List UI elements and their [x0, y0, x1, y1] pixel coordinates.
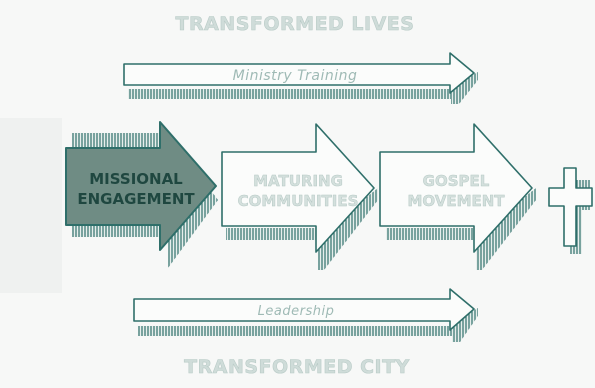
leadership-label: Leadership: [258, 304, 335, 319]
stage-2-line2: COMMUNITIES: [238, 192, 359, 210]
stage-gospel-movement: GOSPEL MOVEMENT: [379, 123, 536, 270]
stage-missional-engagement: MISSIONAL ENGAGEMENT: [65, 121, 218, 268]
stage-3-line1: GOSPEL: [423, 172, 490, 190]
title-transformed-city: TRANSFORMED CITY: [184, 356, 410, 378]
ministry-training-arrow: Ministry Training: [123, 52, 478, 104]
stage-3-line2: MOVEMENT: [407, 192, 505, 210]
stage-2-line1: MATURING: [253, 172, 343, 190]
stage-maturing-communities: MATURING COMMUNITIES: [221, 123, 378, 270]
title-transformed-lives: TRANSFORMED LIVES: [176, 13, 415, 35]
stage-1-line1: MISSIONAL: [89, 170, 183, 188]
leadership-arrow: Leadership: [133, 288, 478, 342]
ministry-training-label: Ministry Training: [233, 68, 358, 84]
stage-1-line2: ENGAGEMENT: [77, 190, 195, 208]
cross-icon: [548, 167, 593, 254]
background-panel: [0, 118, 62, 293]
